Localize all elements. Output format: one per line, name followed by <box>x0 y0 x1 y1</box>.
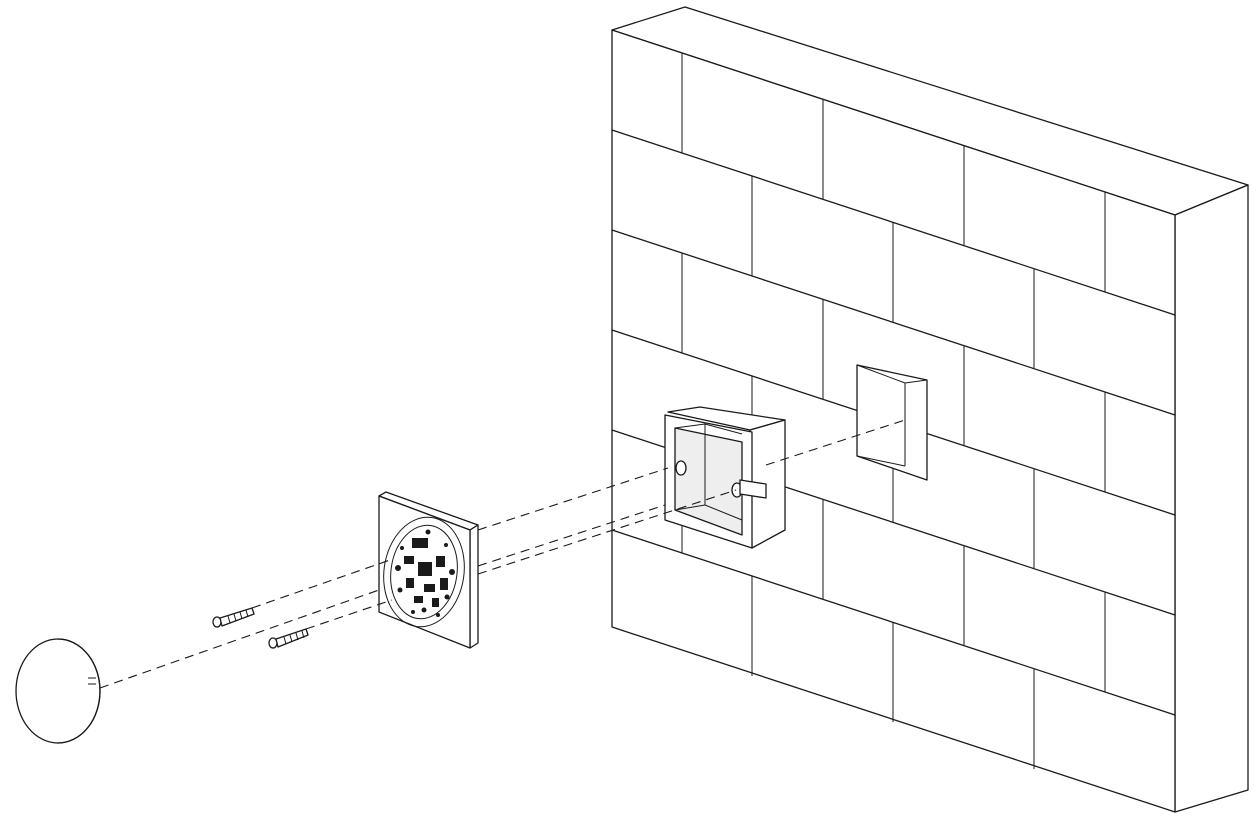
box-knockout <box>739 479 767 499</box>
box-opening <box>674 427 743 536</box>
cutout-opening <box>856 364 928 481</box>
screw <box>268 628 309 649</box>
circuit-board <box>395 529 455 617</box>
base-ring-inner <box>390 524 458 620</box>
cover-cap <box>15 638 101 744</box>
box-screw-boss-left <box>675 460 687 476</box>
screw <box>212 607 255 628</box>
wall-side-face <box>1174 184 1249 813</box>
wall-cutout <box>856 364 928 481</box>
alignment-lines <box>99 419 906 689</box>
base-ring-outer <box>383 516 465 628</box>
back-box <box>664 406 786 549</box>
thermostat-base <box>378 491 479 649</box>
